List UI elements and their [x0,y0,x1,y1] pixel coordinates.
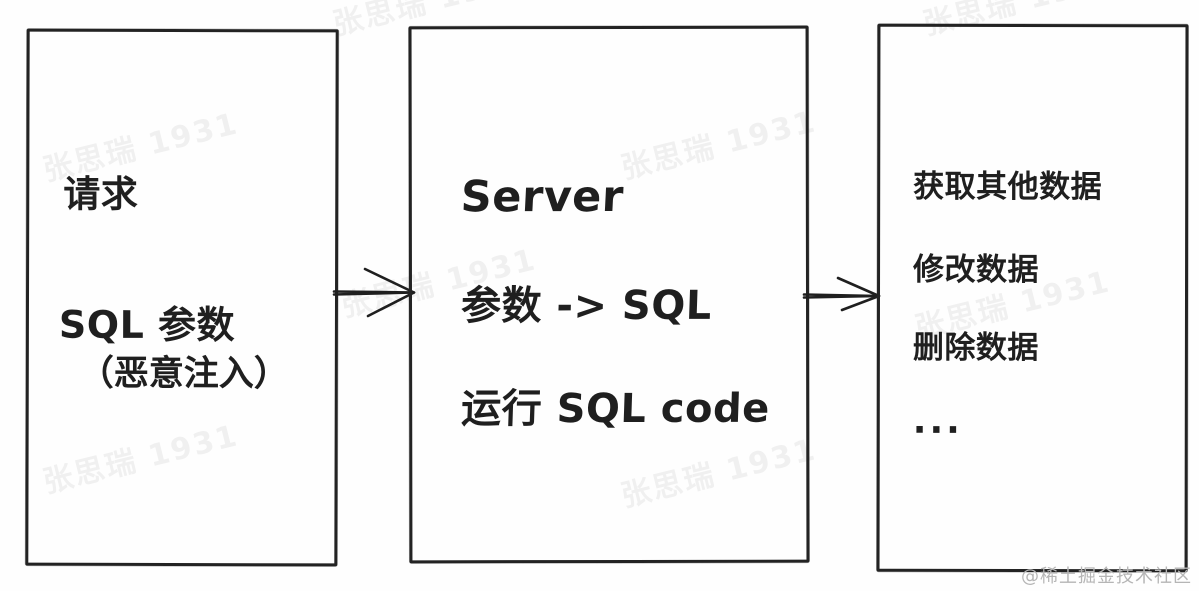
result-line: ... [912,400,963,442]
request-line: 请求 [63,172,139,216]
flow-box-request: 请求 SQL 参数 （恶意注入） [25,28,339,567]
server-line: 运行 SQL code [460,385,771,433]
result-line: 获取其他数据 [913,168,1103,206]
server-line: Server [459,171,625,223]
result-line: 修改数据 [913,251,1040,289]
flow-arrow-request-to-server [332,262,416,322]
flow-box-server: Server 参数 -> SQL 运行 SQL code [408,25,810,564]
flow-arrow-server-to-result [802,266,881,326]
request-line: SQL 参数 [58,302,236,348]
result-line: 删除数据 [912,329,1039,367]
server-line: 参数 -> SQL [460,282,713,330]
attribution-watermark: @稀土掘金技术社区 [1021,566,1192,587]
flow-box-result: 获取其他数据 修改数据 删除数据 ... [876,23,1189,573]
request-line: （恶意注入） [78,353,289,395]
